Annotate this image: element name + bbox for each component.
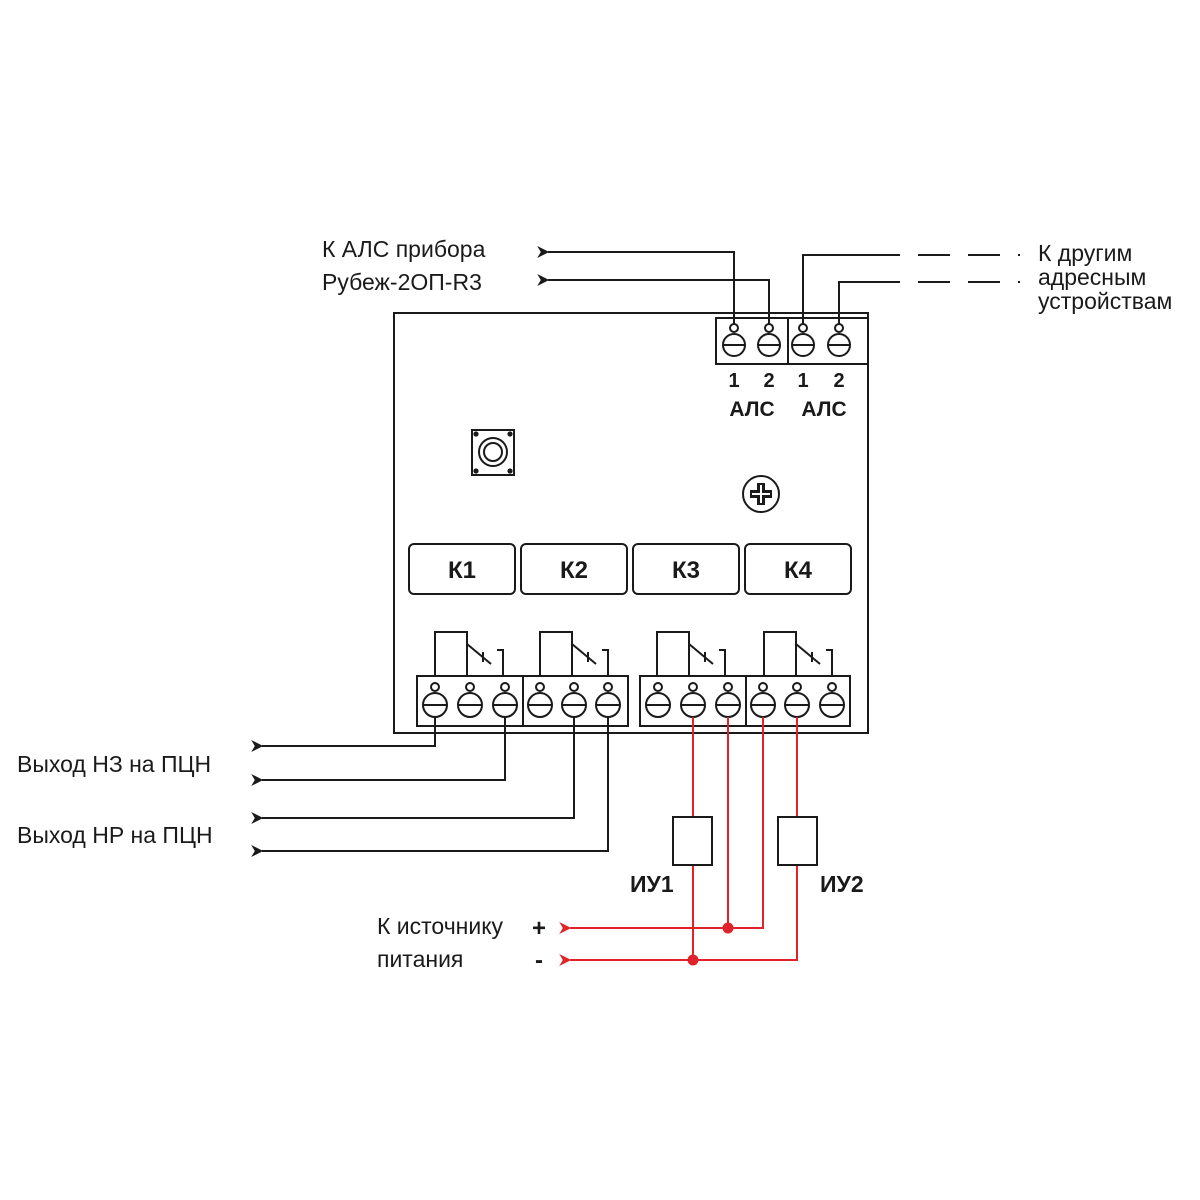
als-left-pin-1: 1 <box>728 370 739 392</box>
actuator-iu2 <box>777 816 818 866</box>
pcn-output-wires <box>251 717 609 857</box>
mounting-screw <box>742 475 780 513</box>
als-right-pin-2: 2 <box>833 370 844 392</box>
als-device-label-line2: Рубеж-2ОП-R3 <box>322 269 482 295</box>
als-device-wires <box>537 246 770 324</box>
relay-contacts <box>434 631 833 680</box>
power-label-line2: питания <box>377 946 463 972</box>
power-label-line1: К источнику <box>377 913 504 939</box>
other-devices-label-line3: устройствам <box>1038 288 1172 314</box>
relay-k4-contact-icon <box>763 631 833 680</box>
als-right-label: АЛС <box>801 398 846 421</box>
actuator-iu2-label: ИУ2 <box>820 871 864 897</box>
other-devices-label-line2: адресным <box>1038 264 1146 290</box>
actuator-power-wires <box>559 717 798 966</box>
relay-k3-indicator <box>632 543 740 595</box>
relay-terminal-block <box>416 675 851 727</box>
module-body <box>393 312 869 734</box>
push-button <box>471 429 515 476</box>
relay-k4-label: К4 <box>784 557 813 584</box>
output-nz-label: Выход НЗ на ПЦН <box>17 751 211 777</box>
relay-k1-contact-icon <box>434 631 504 680</box>
relay-k1-indicator <box>408 543 516 595</box>
relay-k3-contact-icon <box>656 631 726 680</box>
actuator-iu1-label: ИУ1 <box>630 871 674 897</box>
als-terminal-block <box>715 317 869 365</box>
als-left-pin-2: 2 <box>763 370 774 392</box>
other-devices-wires <box>802 254 1020 324</box>
junction-minus <box>687 954 699 966</box>
relay-k2-contact-icon <box>539 631 609 680</box>
power-plus-sign: + <box>532 915 546 942</box>
actuator-iu1 <box>672 816 713 866</box>
relay-k4-indicator <box>744 543 852 595</box>
als-device-label-line1: К АЛС прибора <box>322 236 486 262</box>
relay-k1-label: К1 <box>448 557 476 584</box>
other-devices-label-line1: К другим <box>1038 240 1132 266</box>
relay-k2-label: К2 <box>560 557 588 584</box>
junction-plus <box>722 922 734 934</box>
als-left-label: АЛС <box>729 398 774 421</box>
relay-k2-indicator <box>520 543 628 595</box>
relay-k3-label: К3 <box>672 557 700 584</box>
als-right-pin-1: 1 <box>797 370 808 392</box>
power-minus-sign: - <box>535 947 543 974</box>
output-nr-label: Выход НР на ПЦН <box>17 822 213 848</box>
als-screw-terminal <box>722 323 851 357</box>
